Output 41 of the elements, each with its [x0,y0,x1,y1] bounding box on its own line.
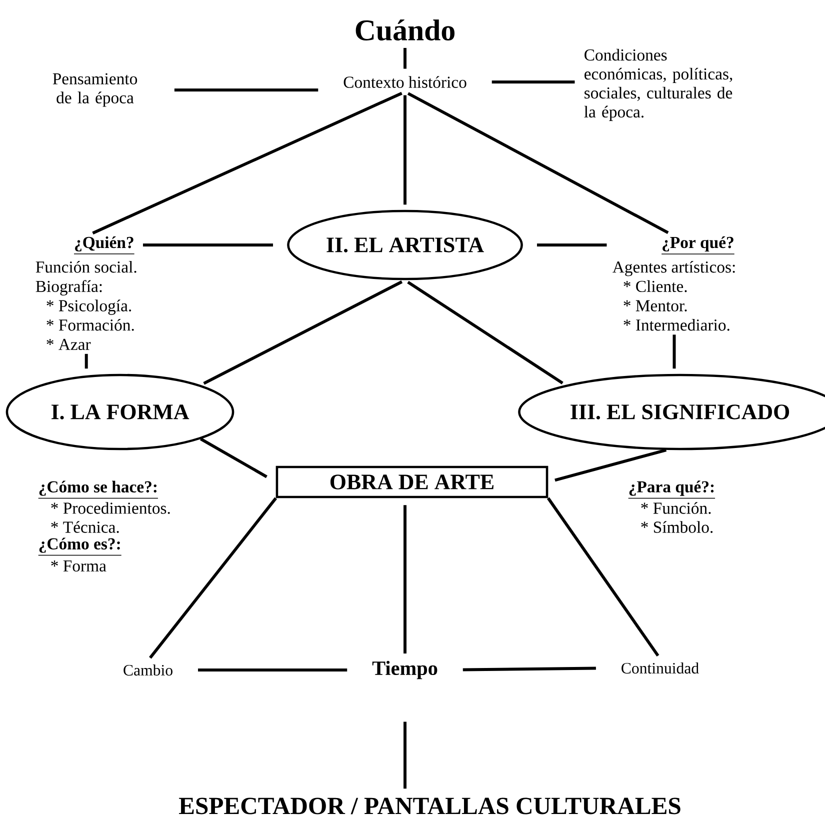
heading-text: ¿Cómo es?: [38,538,122,556]
node-text: Pensamiento de la época [52,73,138,107]
connector-line [142,244,274,246]
node-text: Tiempo [372,660,438,680]
connector-line [149,497,277,659]
node-text: Condiciones económicas, políticas, sociales, culturales de la época. [584,48,732,121]
connector-line [198,668,348,672]
connector-line [537,244,607,246]
list-item: * Técnica. [51,521,119,533]
node-text: Contexto histórico [344,76,466,88]
title-text: Cuándo [356,19,454,41]
node-text: Continuidad [622,662,699,674]
connector-line [404,505,406,654]
heading-text: ¿Para qué?: [628,480,716,499]
connector-line [174,88,318,92]
ellipse-node: I. LA FORMA [6,374,234,450]
text-block: ¿Quién? Función social. Biografía: * Psicología. * Formación. * Azar [36,236,136,350]
connector-line [407,280,564,384]
connector-line [492,80,575,84]
ellipse-node: II. EL ARTISTA [287,210,523,280]
list-item: * Función. [641,502,711,514]
connector-line [672,334,676,369]
node-text: Cambio [124,664,172,676]
heading-text: ¿Cómo se hace?: [38,480,158,499]
connector-line [404,95,406,205]
connector-line [92,92,402,234]
list-item: * Procedimientos. [51,502,170,514]
connector-line [462,666,596,672]
list-item: * Símbolo. [641,521,713,533]
connector-line [200,438,268,478]
node-text: ESPECTADOR / PANTALLAS CULTURALES [178,798,680,814]
connector-line [404,722,406,789]
list-item: * Forma [51,560,106,572]
connector-line [407,92,669,234]
connector-line [404,48,406,69]
connector-line [546,497,660,657]
connector-line [84,354,88,369]
text-block: ¿Por qué? Agentes artísticos: * Cliente. * Mentor. * Intermediario. [612,236,735,331]
connector-line [554,448,667,482]
connector-line [203,280,403,385]
process-box: OBRA DE ARTE [276,466,548,498]
